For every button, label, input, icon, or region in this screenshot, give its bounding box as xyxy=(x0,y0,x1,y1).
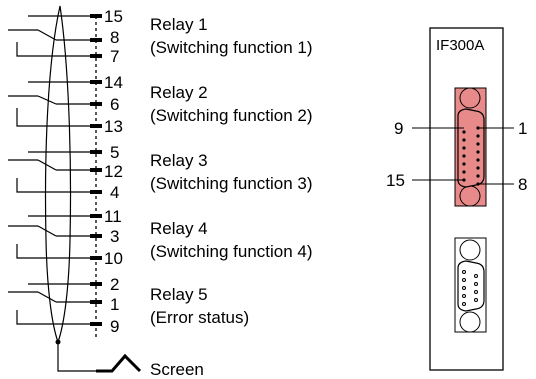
relay-2-title: Relay 2 xyxy=(150,83,208,102)
relay-2-pin-c: 13 xyxy=(104,117,123,136)
relay-3-pin-a: 5 xyxy=(110,143,119,162)
relay-5-pin-b: 1 xyxy=(110,295,119,314)
screen-wiring xyxy=(55,339,142,373)
relay-2-pin-a: 14 xyxy=(104,73,123,92)
screen-label: Screen xyxy=(150,360,204,379)
relay-1-pin-a: 15 xyxy=(104,7,123,26)
relay-5-subtitle: (Error status) xyxy=(150,308,249,327)
relay-4-title: Relay 4 xyxy=(150,219,208,238)
relay-3-subtitle: (Switching function 3) xyxy=(150,174,313,193)
module-title: IF300A xyxy=(436,37,484,54)
relay-5-pin-markers xyxy=(90,282,102,326)
relay-2-wiring xyxy=(8,81,96,127)
relay-1-pin-c: 7 xyxy=(110,47,119,66)
relay-3-wiring xyxy=(8,151,96,193)
relay-4-pin-a: 11 xyxy=(104,207,122,226)
relay-2-subtitle: (Switching function 2) xyxy=(150,106,313,125)
relay-5-title: Relay 5 xyxy=(150,285,208,304)
relay-4-subtitle: (Switching function 4) xyxy=(150,242,313,261)
relay-5-wiring xyxy=(8,283,96,325)
relay-1-pin-b: 8 xyxy=(110,28,119,47)
relay-3-pin-markers xyxy=(90,150,102,194)
relay-1-subtitle: (Switching function 1) xyxy=(150,38,313,57)
connector-label-9: 9 xyxy=(394,119,403,138)
relay-5-pin-a: 2 xyxy=(110,275,119,294)
connector-label-8: 8 xyxy=(518,175,527,194)
connector-label-lines xyxy=(412,127,514,185)
relay-4-pin-markers xyxy=(90,214,102,260)
relay-2-pin-b: 6 xyxy=(110,95,119,114)
lower-connector xyxy=(454,237,487,333)
upper-connector-pins xyxy=(462,126,480,186)
connector-label-1: 1 xyxy=(518,119,527,138)
relay-3-pin-b: 12 xyxy=(104,162,123,181)
relay-3-title: Relay 3 xyxy=(150,151,208,170)
relay-5-pin-c: 9 xyxy=(110,317,119,336)
relay-3-pin-c: 4 xyxy=(110,183,119,202)
relay-4-wiring xyxy=(8,215,96,259)
upper-connector xyxy=(454,87,487,207)
relay-4-pin-b: 3 xyxy=(110,227,119,246)
relay-1-title: Relay 1 xyxy=(150,15,208,34)
relay-1-wiring xyxy=(8,15,96,57)
relay-1-pin-markers xyxy=(90,14,102,58)
relay-4-pin-c: 10 xyxy=(104,249,123,268)
lower-connector-pins xyxy=(462,270,478,306)
connector-label-15: 15 xyxy=(386,171,405,190)
relay-2-pin-markers xyxy=(90,80,102,128)
if300a-module: IF300A 9 1 15 8 xyxy=(386,27,527,371)
